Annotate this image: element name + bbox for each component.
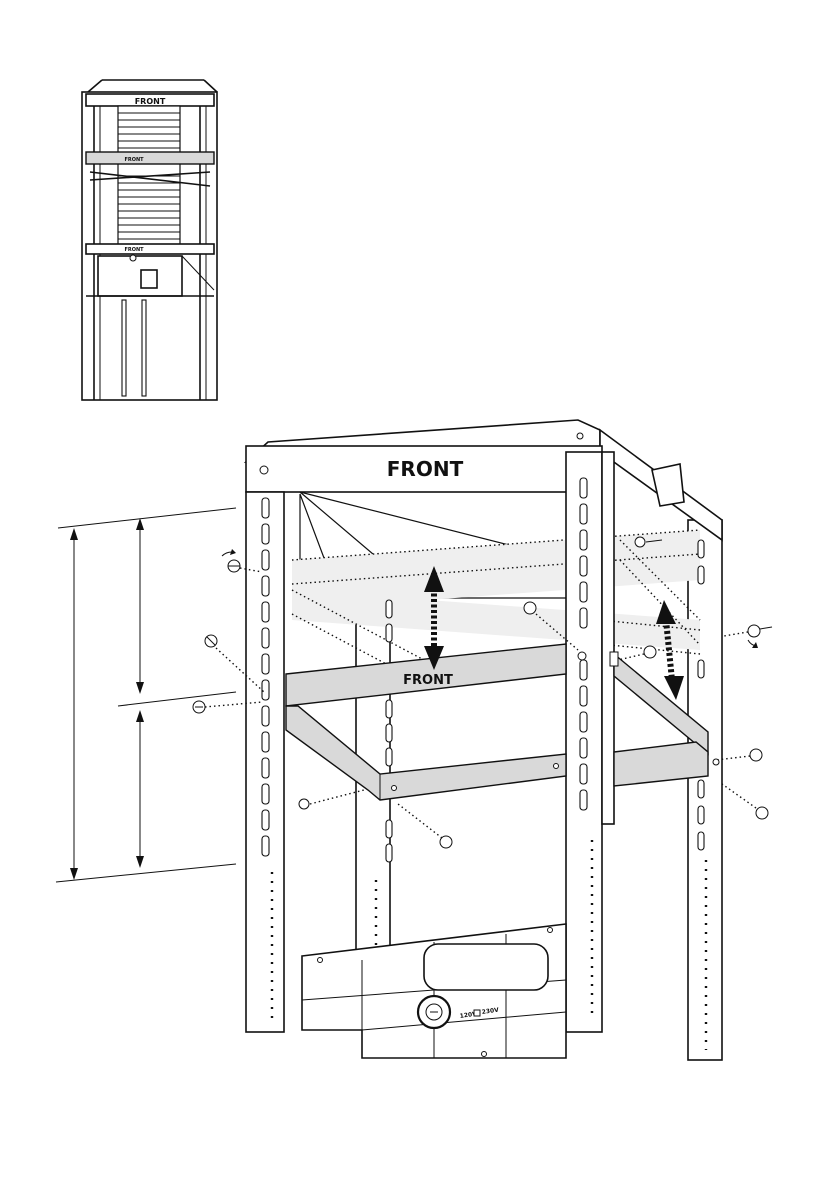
inset-overview: FRONT FRONT xyxy=(82,80,217,400)
inset-front-label: FRONT xyxy=(135,97,166,106)
inset-mid-crossbar xyxy=(86,152,214,164)
main-rack: FRONT xyxy=(193,420,772,1060)
lower-frame-left xyxy=(286,706,566,800)
dimension-lines xyxy=(56,508,236,882)
top-frame-front-label: FRONT xyxy=(387,457,464,481)
voltage-switch xyxy=(474,1010,480,1016)
screw-upper-right xyxy=(724,625,772,648)
control-panel: 120V 230V xyxy=(302,924,566,1058)
inset-mid-label: FRONT xyxy=(124,157,144,163)
guide-band-lower xyxy=(292,590,700,650)
move-arrow-right xyxy=(656,600,684,700)
front-crossbar-label: FRONT xyxy=(403,673,453,688)
inset-lower-frame xyxy=(86,244,214,254)
screw-center-right xyxy=(610,646,656,666)
screw-bottom-center xyxy=(398,804,452,848)
screw-bottom-left xyxy=(299,790,364,809)
panel-display-window xyxy=(424,944,548,990)
inset-control-panel xyxy=(98,256,182,296)
screw-right-low xyxy=(722,784,768,819)
inset-lower-label: FRONT xyxy=(124,247,144,253)
right-bracket xyxy=(652,464,684,506)
